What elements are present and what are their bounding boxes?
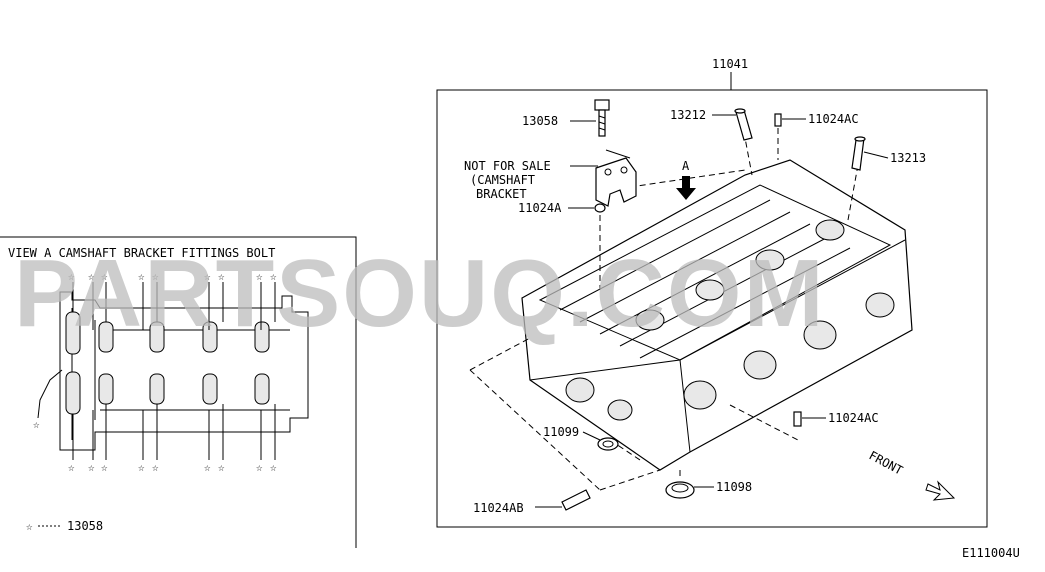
bracket-outline	[59, 291, 309, 451]
part-11041-label[interactable]: 11041	[712, 57, 748, 71]
part-13213-label[interactable]: 13213	[890, 151, 926, 165]
svg-text:☆: ☆	[138, 461, 145, 474]
cylinder-head	[521, 159, 913, 471]
svg-text:☆: ☆	[68, 461, 75, 474]
view-a-arrow-letter: A	[682, 159, 690, 173]
part-13213[interactable]	[851, 136, 866, 171]
svg-text:☆: ☆	[101, 461, 108, 474]
dowel-11024AC-top[interactable]	[774, 113, 782, 127]
view-a-title: VIEW A CAMSHAFT BRACKET FITTINGS BOLT	[8, 246, 275, 260]
main-frame	[436, 89, 988, 528]
svg-text:☆: ☆	[270, 270, 277, 283]
part-11098-label[interactable]: 11098	[716, 480, 752, 494]
part-11099-label[interactable]: 11099	[543, 425, 579, 439]
main-panel: 11041	[436, 57, 988, 528]
leader-left	[37, 369, 63, 419]
svg-text:☆: ☆	[138, 270, 145, 283]
svg-text:☆: ☆	[152, 461, 159, 474]
front-label: FRONT	[867, 448, 905, 477]
part-13058-label[interactable]: 13058	[522, 114, 558, 128]
svg-text:☆: ☆	[33, 418, 40, 431]
svg-text:☆: ☆	[256, 270, 263, 283]
legend-symbol: ☆	[26, 520, 33, 533]
view-a-arrow-icon	[676, 176, 696, 200]
svg-text:☆: ☆	[68, 270, 75, 283]
dowel-11024AC-mid[interactable]	[793, 411, 802, 427]
seal-11098[interactable]	[665, 481, 695, 499]
part-11024AC-top-label[interactable]: 11024AC	[808, 112, 859, 126]
part-11099-leader	[582, 431, 601, 441]
svg-text:☆: ☆	[88, 270, 95, 283]
svg-text:☆: ☆	[88, 461, 95, 474]
front-arrow-icon	[925, 480, 956, 501]
star-markers: ☆ ☆ ☆ ☆ ☆ ☆ ☆ ☆ ☆ ☆ ☆ ☆ ☆ ☆ ☆ ☆ ☆ ☆ ☆	[33, 270, 277, 474]
not-for-sale-line3: BRACKET	[476, 187, 527, 201]
svg-text:☆: ☆	[256, 461, 263, 474]
part-11024AB-label[interactable]: 11024AB	[473, 501, 524, 515]
svg-text:☆: ☆	[218, 461, 225, 474]
diagram-code: E111004U	[962, 546, 1020, 560]
svg-text:☆: ☆	[204, 461, 211, 474]
view-a-panel: VIEW A CAMSHAFT BRACKET FITTINGS BOLT ☆☆…	[0, 236, 357, 548]
svg-text:☆: ☆	[204, 270, 211, 283]
star-leaders-top	[72, 282, 276, 330]
part-13212-label[interactable]: 13212	[670, 108, 706, 122]
legend-part-number: 13058	[67, 519, 103, 533]
part-11024A-label[interactable]: 11024A	[518, 201, 562, 215]
svg-text:☆: ☆	[270, 461, 277, 474]
svg-text:☆: ☆	[218, 270, 225, 283]
svg-text:☆: ☆	[152, 270, 159, 283]
svg-text:☆: ☆	[101, 270, 108, 283]
dowel-11024A[interactable]	[594, 203, 606, 213]
bolt-13058[interactable]	[594, 99, 610, 137]
part-11024AC-mid-label[interactable]: 11024AC	[828, 411, 879, 425]
part-13212[interactable]	[734, 108, 753, 141]
seal-11099[interactable]	[597, 437, 619, 451]
dowel-11024AB[interactable]	[561, 489, 591, 511]
watermark: PARTSOUQ.COM	[14, 240, 826, 347]
not-for-sale-line2: (CAMSHAFT	[470, 173, 535, 187]
view-a-frame	[0, 236, 357, 548]
star-leaders-bottom	[72, 404, 276, 460]
not-for-sale-line1: NOT FOR SALE	[464, 159, 551, 173]
camshaft-bracket	[595, 149, 637, 207]
bolt-columns	[65, 311, 270, 415]
part-13213-leader	[863, 151, 889, 159]
